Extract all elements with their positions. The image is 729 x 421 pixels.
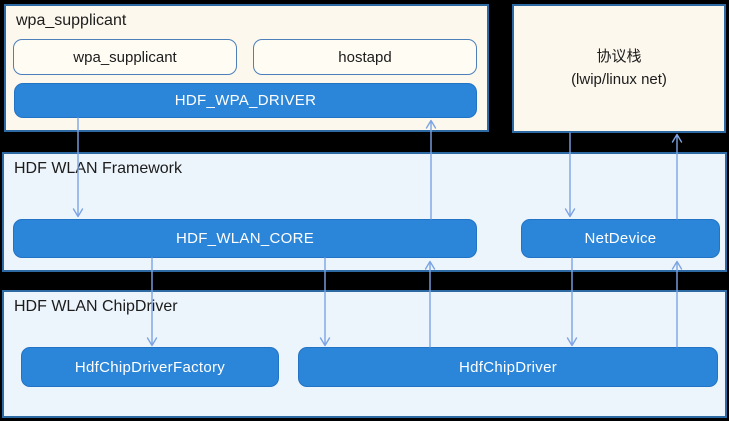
- panel-hdf-wlan-framework-title: HDF WLAN Framework: [14, 160, 183, 177]
- box-hdf-wlan-core: HDF_WLAN_CORE: [13, 219, 477, 258]
- box-wpa-supplicant: wpa_supplicant: [13, 39, 237, 75]
- protocol-stack-line2: (lwip/linux net): [571, 70, 667, 88]
- box-hostapd: hostapd: [253, 39, 477, 75]
- panel-wpa-supplicant-title: wpa_supplicant: [16, 12, 127, 29]
- protocol-stack-line1: 协议栈: [596, 48, 642, 65]
- box-hdfchipdriver: HdfChipDriver: [298, 347, 718, 387]
- box-hdfchipdriverfactory: HdfChipDriverFactory: [21, 347, 279, 387]
- box-netdevice: NetDevice: [521, 219, 720, 258]
- panel-protocol-stack: 协议栈 (lwip/linux net): [512, 4, 726, 133]
- box-hdf-wpa-driver: HDF_WPA_DRIVER: [14, 83, 477, 118]
- protocol-stack-label: 协议栈 (lwip/linux net): [571, 46, 667, 91]
- panel-hdf-wlan-chipdriver-title: HDF WLAN ChipDriver: [14, 298, 178, 315]
